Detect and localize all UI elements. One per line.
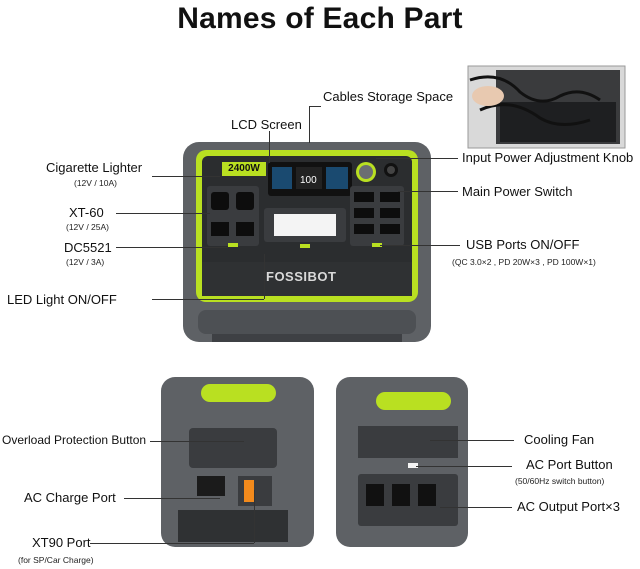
spec-usb-ports: (QC 3.0×2 , PD 20W×3 , PD 100W×1) <box>452 257 596 267</box>
leader-cig <box>152 176 220 177</box>
leader-cables <box>309 106 310 143</box>
leader-ac-output <box>440 507 512 508</box>
label-cigarette-lighter: Cigarette Lighter <box>46 160 143 175</box>
spec-dc5521: (12V / 3A) <box>66 257 105 267</box>
label-input-knob: Input Power Adjustment Knob <box>462 150 634 165</box>
front-unit: 100 <box>183 142 431 342</box>
leader-ac-button <box>416 466 512 467</box>
label-cables-storage: Cables Storage Space <box>323 89 454 104</box>
label-xt60: XT-60 <box>69 205 104 220</box>
leader-knob <box>376 158 458 159</box>
spec-xt60: (12V / 25A) <box>66 222 109 232</box>
page-title: Names of Each Part <box>177 2 463 35</box>
spec-xt90: (for SP/Car Charge) <box>18 555 94 565</box>
leader-dc <box>116 247 228 248</box>
leader-fan <box>430 440 514 441</box>
leader-usb <box>380 245 460 246</box>
cable-storage-photo <box>467 65 626 149</box>
label-led-light: LED Light ON/OFF <box>7 292 117 307</box>
label-overload: Overload Protection Button <box>2 433 147 447</box>
leader-led-v <box>264 254 265 299</box>
left-side-unit <box>161 377 314 547</box>
label-usb-ports: USB Ports ON/OFF <box>466 237 580 252</box>
label-ac-charge: AC Charge Port <box>24 490 116 505</box>
leader-switch <box>398 191 458 192</box>
label-xt90: XT90 Port <box>32 535 91 550</box>
label-ac-output: AC Output Port×3 <box>517 499 620 514</box>
leader-cables-h <box>309 106 321 107</box>
right-side-unit <box>336 377 468 547</box>
label-cooling-fan: Cooling Fan <box>524 432 595 447</box>
leader-xt60 <box>116 213 210 214</box>
svg-text:100: 100 <box>300 175 317 186</box>
leader-overload <box>150 441 244 442</box>
brand-logo: FOSSIBOT <box>266 269 337 284</box>
spec-cigarette-lighter: (12V / 10A) <box>74 178 117 188</box>
label-dc5521: DC5521 <box>64 240 112 255</box>
label-lcd-screen: LCD Screen <box>231 117 302 132</box>
lcd-wattage-badge: 2400W <box>222 162 266 176</box>
spec-ac-port-button: (50/60Hz switch button) <box>515 476 605 486</box>
label-ac-port-button: AC Port Button <box>526 457 613 472</box>
leader-ac-charge <box>124 498 220 499</box>
label-main-switch: Main Power Switch <box>462 184 573 199</box>
leader-xt90-v <box>254 490 255 543</box>
leader-lcd <box>269 131 270 163</box>
leader-led <box>152 299 264 300</box>
leader-xt90 <box>90 543 254 544</box>
